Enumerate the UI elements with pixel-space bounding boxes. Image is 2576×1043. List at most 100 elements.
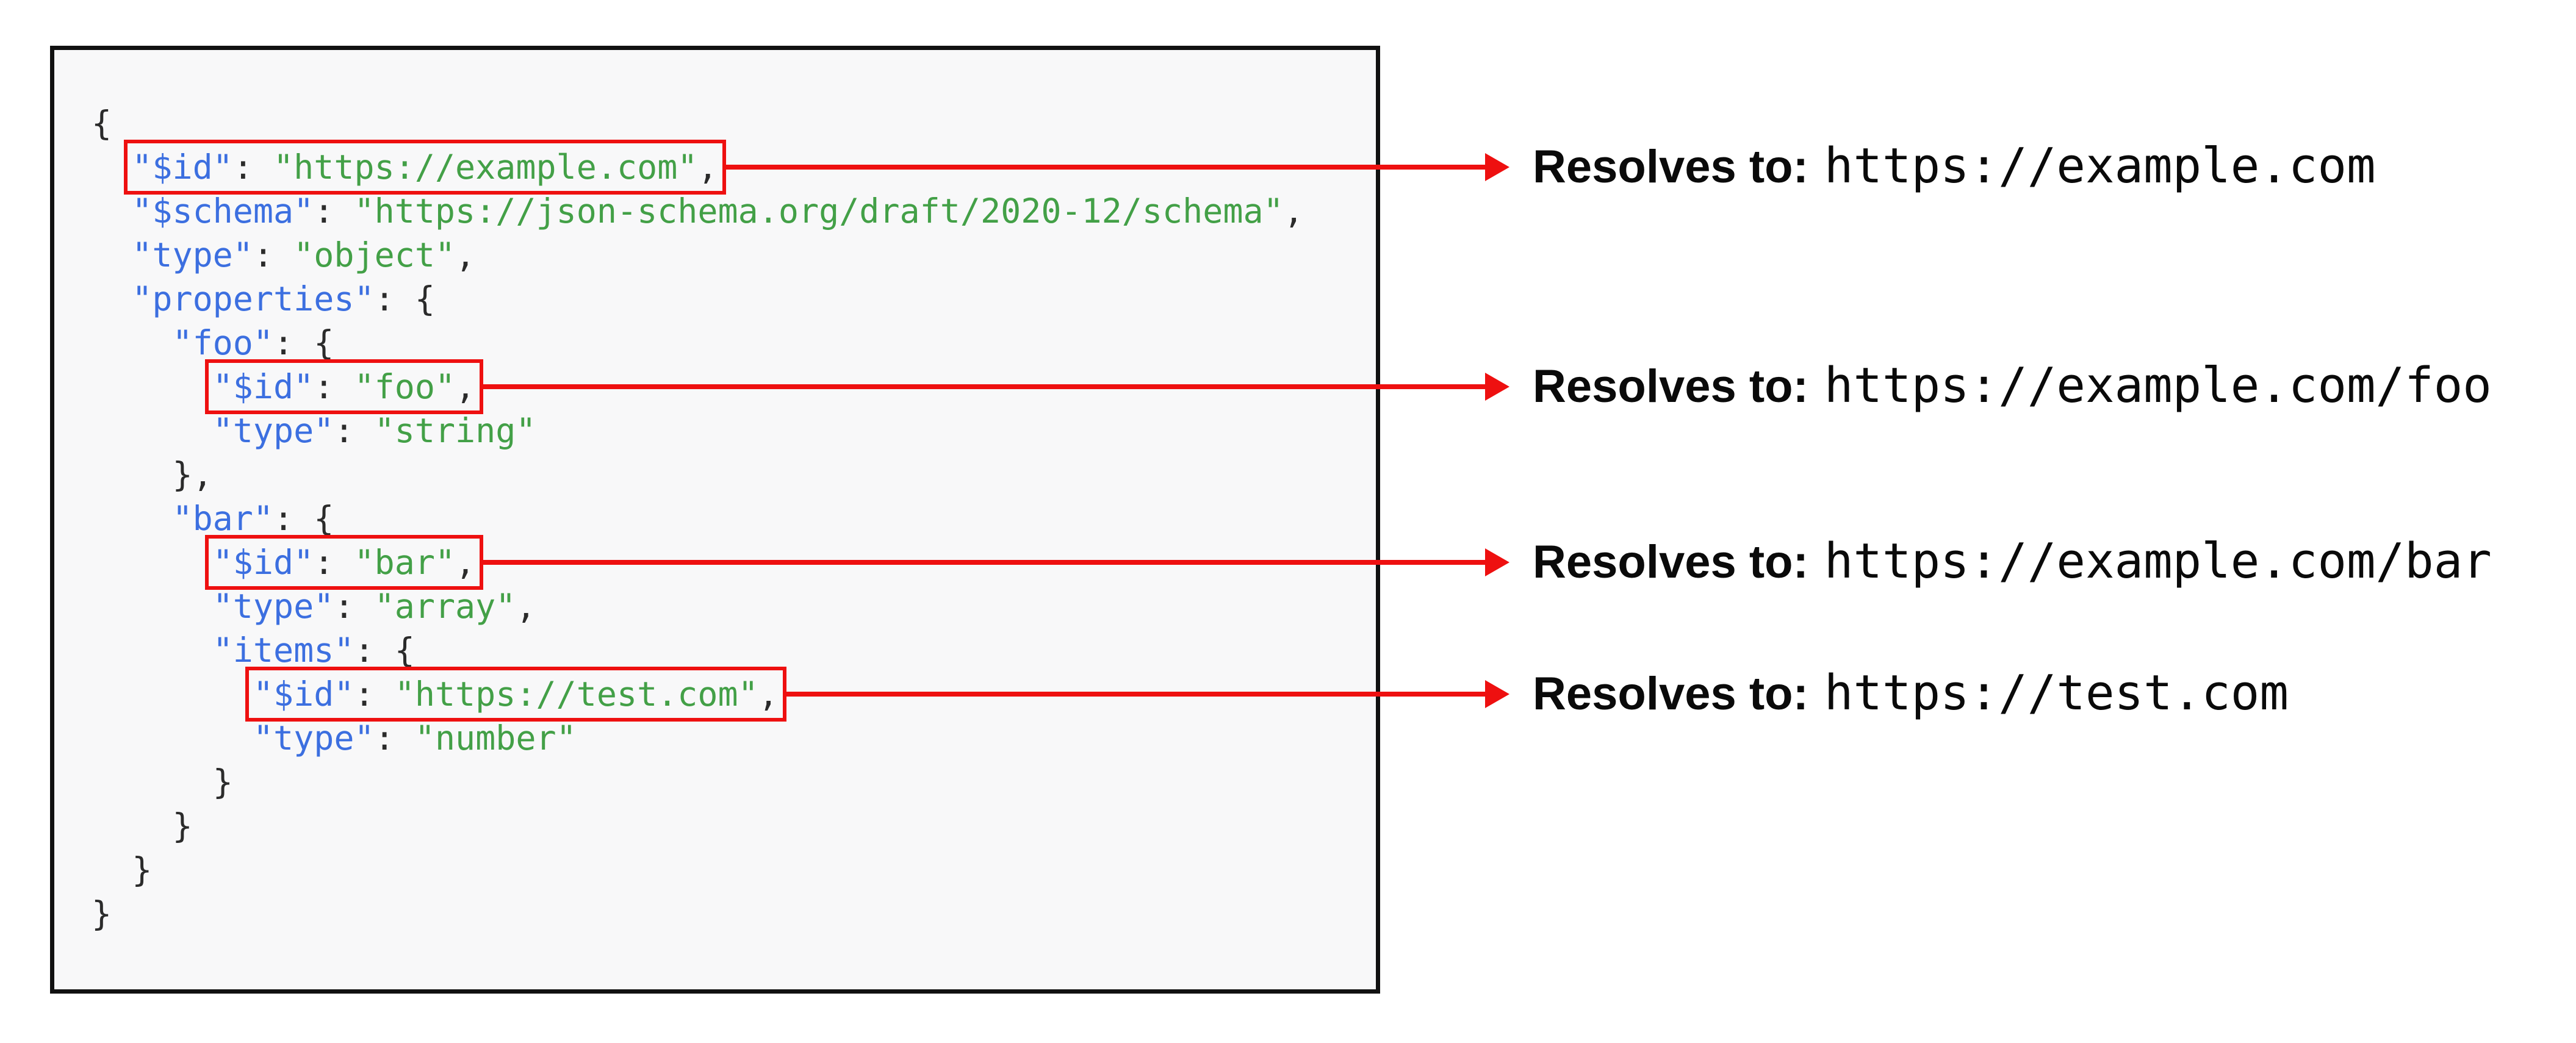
indent <box>92 148 132 187</box>
code-token-string: "https://example.com" <box>273 148 698 187</box>
code-token-key: "foo" <box>172 323 274 362</box>
arrowhead-icon <box>1485 548 1509 576</box>
id-highlight-box: "$id": "bar", <box>204 535 484 590</box>
code-token-punct: }, <box>172 455 213 494</box>
resolves-label: Resolves to: <box>1533 141 1808 193</box>
code-line: "$schema": "https://json-schema.org/draf… <box>92 189 1364 233</box>
code-token-punct: : <box>334 411 375 450</box>
code-token-key: "items" <box>212 631 354 670</box>
indent <box>92 675 253 714</box>
resolves-label: Resolves to: <box>1533 360 1808 413</box>
code-token-punct: { <box>92 104 112 143</box>
code-token-key: "$id" <box>132 148 233 187</box>
resolved-url: https://example.com/foo <box>1824 357 2492 414</box>
code-token-punct: , <box>1283 192 1304 231</box>
code-token-punct: } <box>172 806 193 845</box>
code-line: "$id": "bar", <box>92 535 1364 590</box>
code-token-punct: : <box>253 235 294 274</box>
code-token-key: "$schema" <box>132 192 314 231</box>
indent <box>92 411 213 450</box>
code-token-punct: : { <box>374 279 435 318</box>
indent <box>92 543 213 582</box>
code-token-punct: : <box>314 543 354 582</box>
indent <box>92 850 132 889</box>
indent <box>92 455 172 494</box>
code-line: "$id": "foo", <box>92 359 1364 414</box>
code-panel: { "$id": "https://example.com", "$schema… <box>50 46 1380 994</box>
code-token-string: "array" <box>374 587 516 626</box>
code-token-punct: , <box>455 235 476 274</box>
code-token-punct: : <box>232 148 274 187</box>
code-token-string: "https://test.com" <box>394 675 758 714</box>
code-token-punct: : { <box>273 323 334 362</box>
code-token-punct: : <box>314 192 354 231</box>
code-token-punct: : <box>334 587 375 626</box>
code-token-key: "properties" <box>132 279 375 318</box>
code-token-string: "object" <box>293 235 456 274</box>
resolved-url: https://example.com <box>1824 138 2376 195</box>
code-token-key: "type" <box>253 719 375 758</box>
annotation-row: Resolves to: https://test.com <box>1533 665 2289 721</box>
annotation-row: Resolves to: https://example.com/foo <box>1533 357 2492 414</box>
id-highlight-box: "$id": "https://test.com", <box>245 667 786 722</box>
id-highlight-box: "$id": "https://example.com", <box>124 140 726 195</box>
code-token-punct: , <box>758 675 779 714</box>
code-token-key: "type" <box>132 235 253 274</box>
code-token-key: "type" <box>212 411 334 450</box>
code-token-string: "string" <box>374 411 536 450</box>
code-token-string: "bar" <box>354 543 456 582</box>
code-line: "type": "array", <box>92 584 1364 628</box>
code-token-punct: } <box>92 894 112 933</box>
code-token-key: "$id" <box>253 675 354 714</box>
code-line: "type": "object", <box>92 233 1364 277</box>
code-line: "properties": { <box>92 277 1364 321</box>
code-token-string: "https://json-schema.org/draft/2020-12/s… <box>354 192 1284 231</box>
code-token-key: "type" <box>212 587 334 626</box>
resolved-url: https://test.com <box>1824 665 2289 722</box>
code-line: "items": { <box>92 628 1364 672</box>
code-line: "type": "number" <box>92 716 1364 760</box>
code-token-key: "$id" <box>212 367 314 406</box>
code-token-punct: : <box>374 719 415 758</box>
code-line: "bar": { <box>92 496 1364 540</box>
code-line: { <box>92 101 1364 145</box>
code-token-punct: , <box>455 367 476 406</box>
code-line: "foo": { <box>92 321 1364 365</box>
code-token-punct: : { <box>273 499 334 538</box>
code-token-punct: : <box>314 367 354 406</box>
code-token-key: "$id" <box>212 543 314 582</box>
indent <box>92 367 213 406</box>
annotation-row: Resolves to: https://example.com <box>1533 138 2376 194</box>
code-token-punct: , <box>697 148 718 187</box>
indent <box>92 192 132 231</box>
code-line: "type": "string" <box>92 409 1364 453</box>
resolves-label: Resolves to: <box>1533 536 1808 589</box>
arrowhead-icon <box>1485 153 1509 181</box>
code-line: } <box>92 848 1364 892</box>
indent <box>92 235 132 274</box>
code-line: } <box>92 804 1364 848</box>
code-token-punct: : { <box>354 631 415 670</box>
code-line: } <box>92 760 1364 804</box>
indent <box>92 719 253 758</box>
code-token-string: "number" <box>414 719 577 758</box>
code-token-key: "bar" <box>172 499 274 538</box>
indent <box>92 762 213 801</box>
indent <box>92 499 172 538</box>
resolves-label: Resolves to: <box>1533 668 1808 720</box>
annotation-row: Resolves to: https://example.com/bar <box>1533 533 2492 589</box>
indent <box>92 631 213 670</box>
indent <box>92 323 172 362</box>
code-token-punct: : <box>354 675 395 714</box>
code-line: "$id": "https://test.com", <box>92 667 1364 722</box>
indent <box>92 587 213 626</box>
code-token-punct: } <box>132 850 153 889</box>
code-line: "$id": "https://example.com", <box>92 140 1364 195</box>
code-token-string: "foo" <box>354 367 456 406</box>
resolved-url: https://example.com/bar <box>1824 533 2492 590</box>
code-line: } <box>92 892 1364 936</box>
code-block: { "$id": "https://example.com", "$schema… <box>54 50 1376 936</box>
code-line: }, <box>92 453 1364 496</box>
indent <box>92 806 172 845</box>
